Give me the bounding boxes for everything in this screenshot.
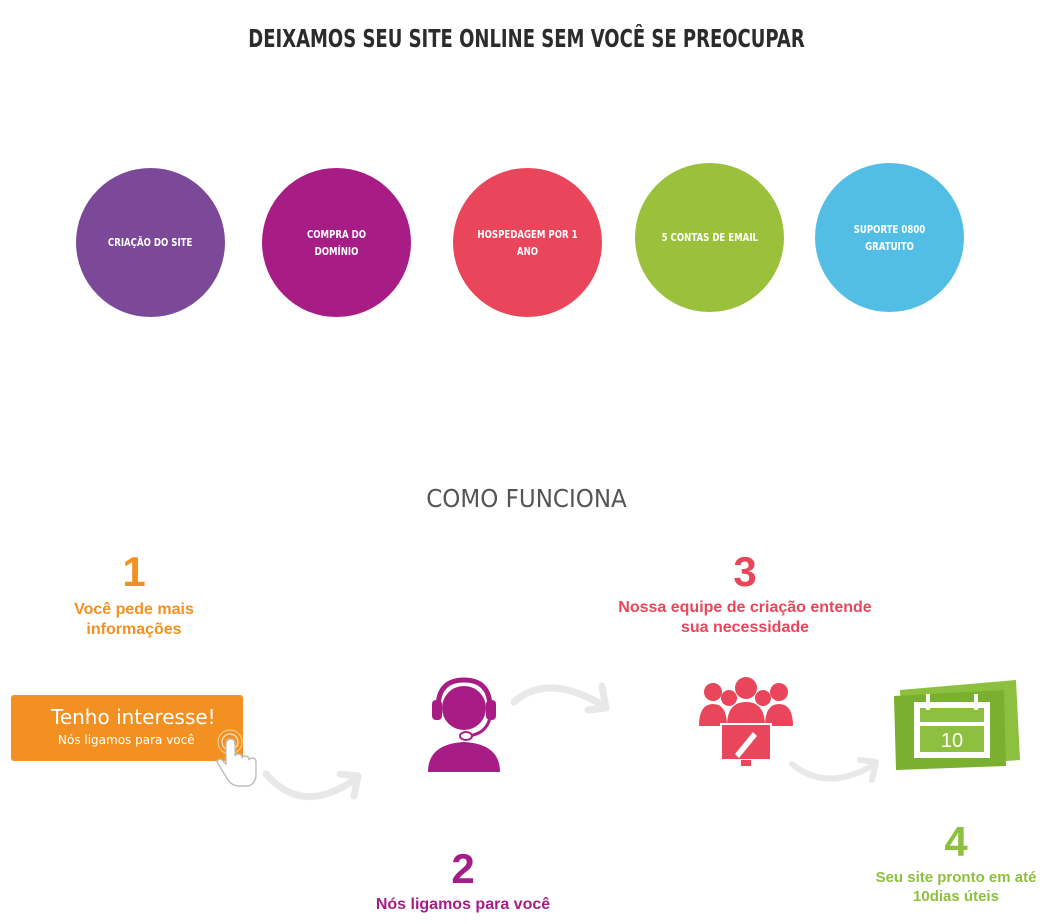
feature-label: HOSPEDAGEM POR 1 ANO: [477, 227, 578, 258]
headset-agent-icon: [428, 677, 500, 772]
calendar-icon: 10: [894, 680, 1020, 770]
section-title: COMO FUNCIONA: [426, 484, 627, 513]
step-text: Nossa equipe de criação entende sua nece…: [618, 599, 872, 636]
step-number: 1: [122, 548, 146, 595]
feature-label: SUPORTE 0800 GRATUITO: [853, 222, 926, 253]
step-2: 2 Nós ligamos para você: [353, 845, 573, 915]
page-headline: DEIXAMOS SEU SITE ONLINE SEM VOCÊ SE PRE…: [248, 24, 805, 53]
calendar-day: 10: [941, 730, 963, 752]
step-number: 3: [733, 548, 757, 595]
step-text: Você pede mais informações: [74, 601, 194, 638]
step-3: 3 Nossa equipe de criação entende sua ne…: [605, 548, 885, 638]
feature-circle-hosting: HOSPEDAGEM POR 1 ANO: [453, 168, 602, 317]
feature-circle-support: SUPORTE 0800 GRATUITO: [815, 163, 964, 312]
feature-circle-site: CRIAÇÃO DO SITE: [76, 168, 225, 317]
step-4: 4 Seu site pronto em até 10dias úteis: [870, 818, 1042, 906]
feature-label: 5 CONTAS DE EMAIL: [661, 231, 758, 244]
feature-circle-domain: COMPRA DO DOMÍNIO: [262, 168, 411, 317]
step-1: 1 Você pede mais informações: [34, 548, 234, 640]
feature-label: CRIAÇÃO DO SITE: [108, 236, 193, 249]
curved-arrow-icon: [510, 682, 610, 714]
pointer-hand-icon: [216, 729, 257, 787]
cta-sub-label: Nós ligamos para você: [58, 733, 195, 747]
interest-button[interactable]: Tenho interesse! Nós ligamos para você: [11, 695, 243, 761]
step-number: 2: [451, 845, 475, 892]
step-number: 4: [944, 818, 968, 865]
curved-arrow-icon: [789, 757, 879, 783]
feature-label: COMPRA DO DOMÍNIO: [306, 227, 367, 258]
step-text: Nós ligamos para você: [375, 896, 551, 913]
team-design-icon: [699, 677, 793, 766]
cta-main-label: Tenho interesse!: [51, 705, 216, 729]
feature-circle-email: 5 CONTAS DE EMAIL: [635, 163, 784, 312]
step-text: Seu site pronto em até 10dias úteis: [875, 869, 1037, 905]
curved-arrow-icon: [262, 770, 362, 801]
